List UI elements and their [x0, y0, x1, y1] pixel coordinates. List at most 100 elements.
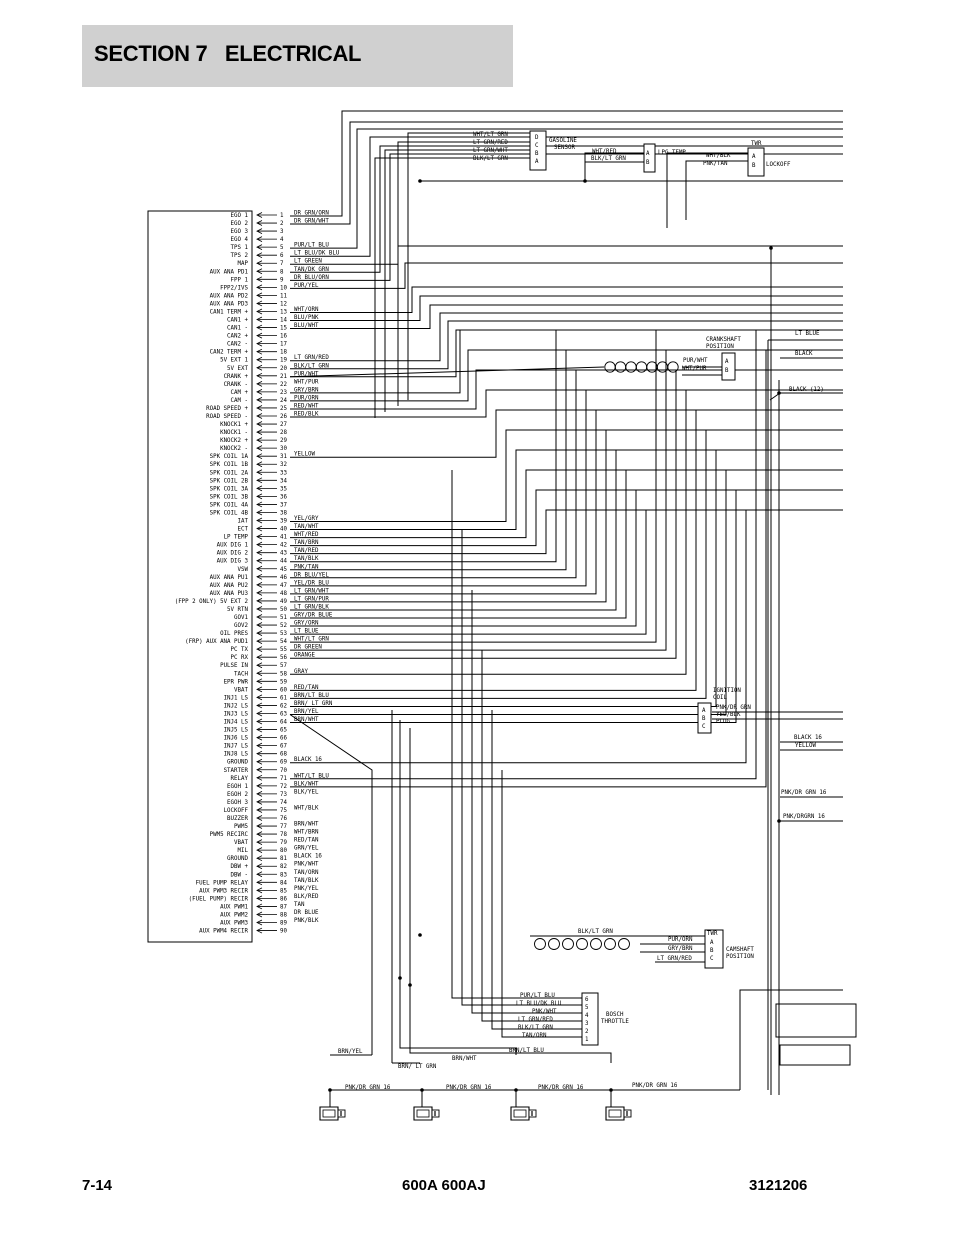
- page-number: 7-14: [82, 1177, 113, 1194]
- ecm-pin-signal: ECT: [238, 527, 249, 533]
- harness-wire: [290, 469, 843, 715]
- twisted-pair-loop: [604, 938, 616, 950]
- ecm-pin-signal: KNOCK2 -: [220, 446, 248, 452]
- injector-core: [513, 1109, 527, 1118]
- ecm-pin-number: 67: [280, 744, 287, 750]
- harness-wire: [290, 349, 843, 788]
- ecm-pin-signal: IAT: [238, 519, 249, 525]
- lockoff-box: [747, 147, 765, 177]
- ecm-pin-signal: EGO 1: [231, 213, 249, 219]
- ecm-wire-color: GRY/ORN: [294, 621, 319, 627]
- ecm-pin-signal: SPK COIL 1B: [210, 462, 249, 468]
- ecm-pin-signal: AUX DIG 1: [217, 543, 249, 549]
- ecm-pin-number: 5: [280, 245, 284, 251]
- splice-dot: [398, 976, 402, 980]
- ecm-wire-color: YEL/DR BLU: [294, 580, 329, 586]
- ecm-pin-number: 90: [280, 929, 287, 935]
- ecm-wire-color: GRY/DR BLUE: [294, 613, 333, 619]
- ecm-pin-number: 29: [280, 438, 287, 444]
- ecm-pin-number: 54: [280, 639, 287, 645]
- ecm-wire-color: DR GRN/WHT: [294, 219, 329, 225]
- gasoline-sensor-box: [529, 130, 547, 171]
- lockoff-wire-label: PNK/TAN: [703, 161, 728, 167]
- ecm-pin-number: 47: [280, 583, 287, 589]
- ecm-wire-color: YEL/GRY: [294, 516, 319, 522]
- harness-wire: [290, 489, 843, 724]
- lockoff-wire-label: WHT/BLK: [706, 153, 731, 159]
- ecm-wire-color: BLU/PNK: [294, 315, 319, 321]
- ecm-pin-number: 42: [280, 543, 287, 549]
- ecm-pin-number: 53: [280, 631, 287, 637]
- ecm-pin-signal: EGOH 1: [227, 784, 248, 790]
- feed-wire: [290, 295, 843, 322]
- ecm-pin-number: 14: [280, 318, 287, 324]
- ecm-pin-signal: EGO 3: [231, 229, 249, 235]
- ecm-pin-number: 63: [280, 711, 287, 717]
- ecm-pin-signal: EGO 4: [231, 237, 249, 243]
- ecm-pin-signal: PC RX: [231, 655, 249, 661]
- ecm-pin-number: 70: [280, 768, 287, 774]
- ecm-pin-signal: OIL PRES: [220, 631, 248, 637]
- twisted-pair-loop: [604, 361, 616, 373]
- throttle-wire-label: BLK/LT GRN: [518, 1025, 553, 1031]
- ecm-pin-signal: DBW -: [231, 872, 248, 878]
- ecm-wire-color: BLK/WHT: [294, 781, 319, 787]
- ecm-pin-number: 15: [280, 326, 287, 332]
- ecm-pin-number: 20: [280, 366, 287, 372]
- ecm-wire-color: WHT/LT GRN: [294, 637, 329, 643]
- ecm-pin-signal: PWM5 RECIRC: [210, 832, 249, 838]
- ecm-wire-color: LT GRN/BLK: [294, 604, 329, 610]
- ecm-wire-color: LT BLU/DK BLU: [294, 251, 340, 257]
- harness-wire: [290, 329, 843, 643]
- pin-letter: D: [535, 135, 539, 141]
- section-title: SECTION 7 ELECTRICAL: [94, 41, 362, 66]
- ecm-pin-number: 77: [280, 824, 287, 830]
- ecm-pin-signal: CAM +: [231, 390, 249, 396]
- crank-wire-label: WHT/PUR: [682, 366, 707, 372]
- ecm-pin-signal: STARTER: [224, 768, 249, 774]
- gasoline-sensor-title: GASOLINE: [549, 138, 577, 144]
- ecm-pin-number: 50: [280, 607, 287, 613]
- ecm-pin-number: 34: [280, 478, 287, 484]
- ecm-pin-number: 3: [280, 229, 284, 235]
- right-wire-label: LT BLUE: [795, 331, 820, 337]
- ecm-pin-signal: EPR PWR: [224, 679, 249, 685]
- ecm-pin-number: 44: [280, 559, 287, 565]
- ecm-pin-signal: AUX PWM2: [220, 912, 248, 918]
- ecm-pin-signal: CAN2 -: [227, 342, 248, 348]
- throttle-wire-label: PNK/WHT: [532, 1009, 557, 1015]
- pin-letter: 4: [585, 1013, 589, 1019]
- injector-icon: [319, 1106, 346, 1121]
- ecm-pin-signal: AUX PWM3: [220, 921, 248, 927]
- ecm-pin-signal: CAN1 +: [227, 318, 248, 324]
- ecm-pin-number: 85: [280, 888, 287, 894]
- ecm-pin-signal: CRANK +: [224, 374, 249, 380]
- ecm-wire-color: DR BLU/ORN: [294, 275, 329, 281]
- ecm-pin-signal: SPK COIL 4A: [210, 502, 249, 508]
- injector-signal-wire: [289, 714, 373, 1055]
- cam-wire-label: LT GRN/RED: [657, 956, 692, 962]
- splice-dot: [777, 819, 781, 823]
- ecm-wire-color: GRAY: [294, 669, 308, 675]
- ecm-pin-signal: MIL: [238, 848, 249, 854]
- ecm-pin-signal: TPS 1: [231, 245, 249, 251]
- twisted-pair-loop: [635, 361, 648, 373]
- splice-dot: [777, 391, 781, 395]
- lpg-temp-box: [643, 143, 656, 173]
- ecm-pin-number: 16: [280, 334, 287, 340]
- ecm-wire-color: PNK/TAN: [294, 564, 319, 570]
- injector-supply-wire: [739, 989, 843, 1090]
- ecm-pin-signal: GOV1: [234, 615, 248, 621]
- throttle-wire-label: PUR/LT BLU: [520, 993, 555, 999]
- right-wire-label: BLACK 16: [794, 735, 822, 741]
- crank-wire-label: PUR/WHT: [683, 358, 708, 364]
- bosch-throttle-title: BOSCH: [606, 1012, 624, 1018]
- ecm-wire-color: TAN/RED: [294, 548, 319, 554]
- ecm-pin-number: 39: [280, 519, 287, 525]
- feed-wire: [290, 320, 843, 370]
- gasoline-wire: [374, 157, 530, 418]
- ecm-pin-number: 46: [280, 575, 287, 581]
- ecm-pin-signal: (FRP) AUX ANA PUD1: [185, 639, 248, 645]
- ecm-wire-color: LT GRN/PUR: [294, 596, 329, 602]
